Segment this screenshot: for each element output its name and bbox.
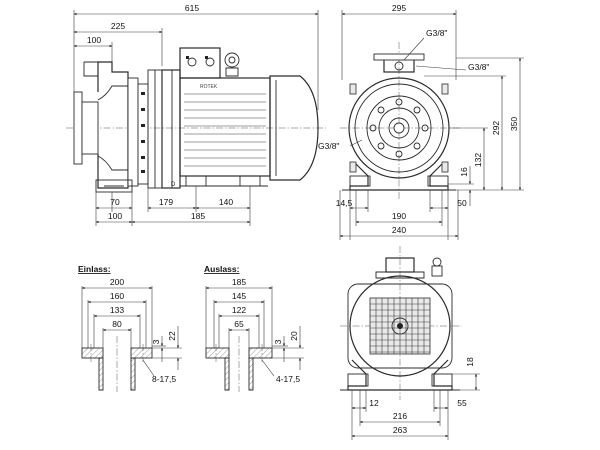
dim-16-label: 16 [459,167,469,177]
dim-190-label: 190 [392,211,406,221]
dim-132-label: 132 [473,153,483,167]
inlet-d200-label: 200 [110,277,124,287]
dim-140-label: 140 [219,197,233,207]
outlet-d65-label: 65 [234,319,244,329]
outlet-d3-label: 3 [273,339,283,344]
outlet-title: Auslass: [204,264,240,274]
rear-d18-label: 18 [465,357,475,367]
dim-100-top-label: 100 [87,35,101,45]
rear-view: 18 12 55 216 263 [340,246,480,440]
inlet-d160-label: 160 [110,291,124,301]
dim-615-label: 615 [185,3,199,13]
front-view: 295 [318,3,524,240]
svg-text:D: D [171,182,176,188]
conn-g38-left-label: G3/8" [318,141,339,151]
front-bolt-holes [369,98,429,158]
outlet-holes-label: 4-17,5 [276,374,300,384]
inlet-d3-label: 3 [151,339,161,344]
outlet-flange-view: Auslass: 185 145 122 65 3 20 [204,264,304,392]
rear-d216-label: 216 [393,411,407,421]
fan-cover-grid [369,297,431,355]
dim-240-label: 240 [392,225,406,235]
inlet-holes-label: 8-17,5 [152,374,176,384]
dim-350-label: 350 [509,117,519,131]
motor-fins [184,93,266,167]
rear-d263-label: 263 [393,425,407,435]
inlet-d22-label: 22 [167,331,177,341]
dim-50-label: 50 [457,198,467,208]
dim-14-5-label: 14,5 [336,198,353,208]
outlet-d145-label: 145 [232,291,246,301]
dim-179-label: 179 [159,197,173,207]
rear-d12-label: 12 [369,398,379,408]
dim-100-bottom-label: 100 [108,211,122,221]
dim-225-label: 225 [111,21,125,31]
outlet-d20-label: 20 [289,331,299,341]
adapter-bolts [141,92,145,173]
dim-292-label: 292 [491,121,501,135]
inlet-d80-label: 80 [112,319,122,329]
side-view: 615 225 100 [66,3,326,226]
rear-d55-label: 55 [457,398,467,408]
conn-g38-top-label: G3/8" [426,28,447,38]
brand-label: ROTEK [200,84,218,90]
inlet-title: Einlass: [78,264,111,274]
inlet-d133-label: 133 [110,305,124,315]
outlet-d185-label: 185 [232,277,246,287]
dim-185-label: 185 [191,211,205,221]
dim-295-label: 295 [392,3,406,13]
conn-g38-right-label: G3/8" [468,62,489,72]
inlet-flange-view: Einlass: 200 160 133 80 3 [78,264,182,392]
outlet-d122-label: 122 [232,305,246,315]
dim-70-label: 70 [110,197,120,207]
